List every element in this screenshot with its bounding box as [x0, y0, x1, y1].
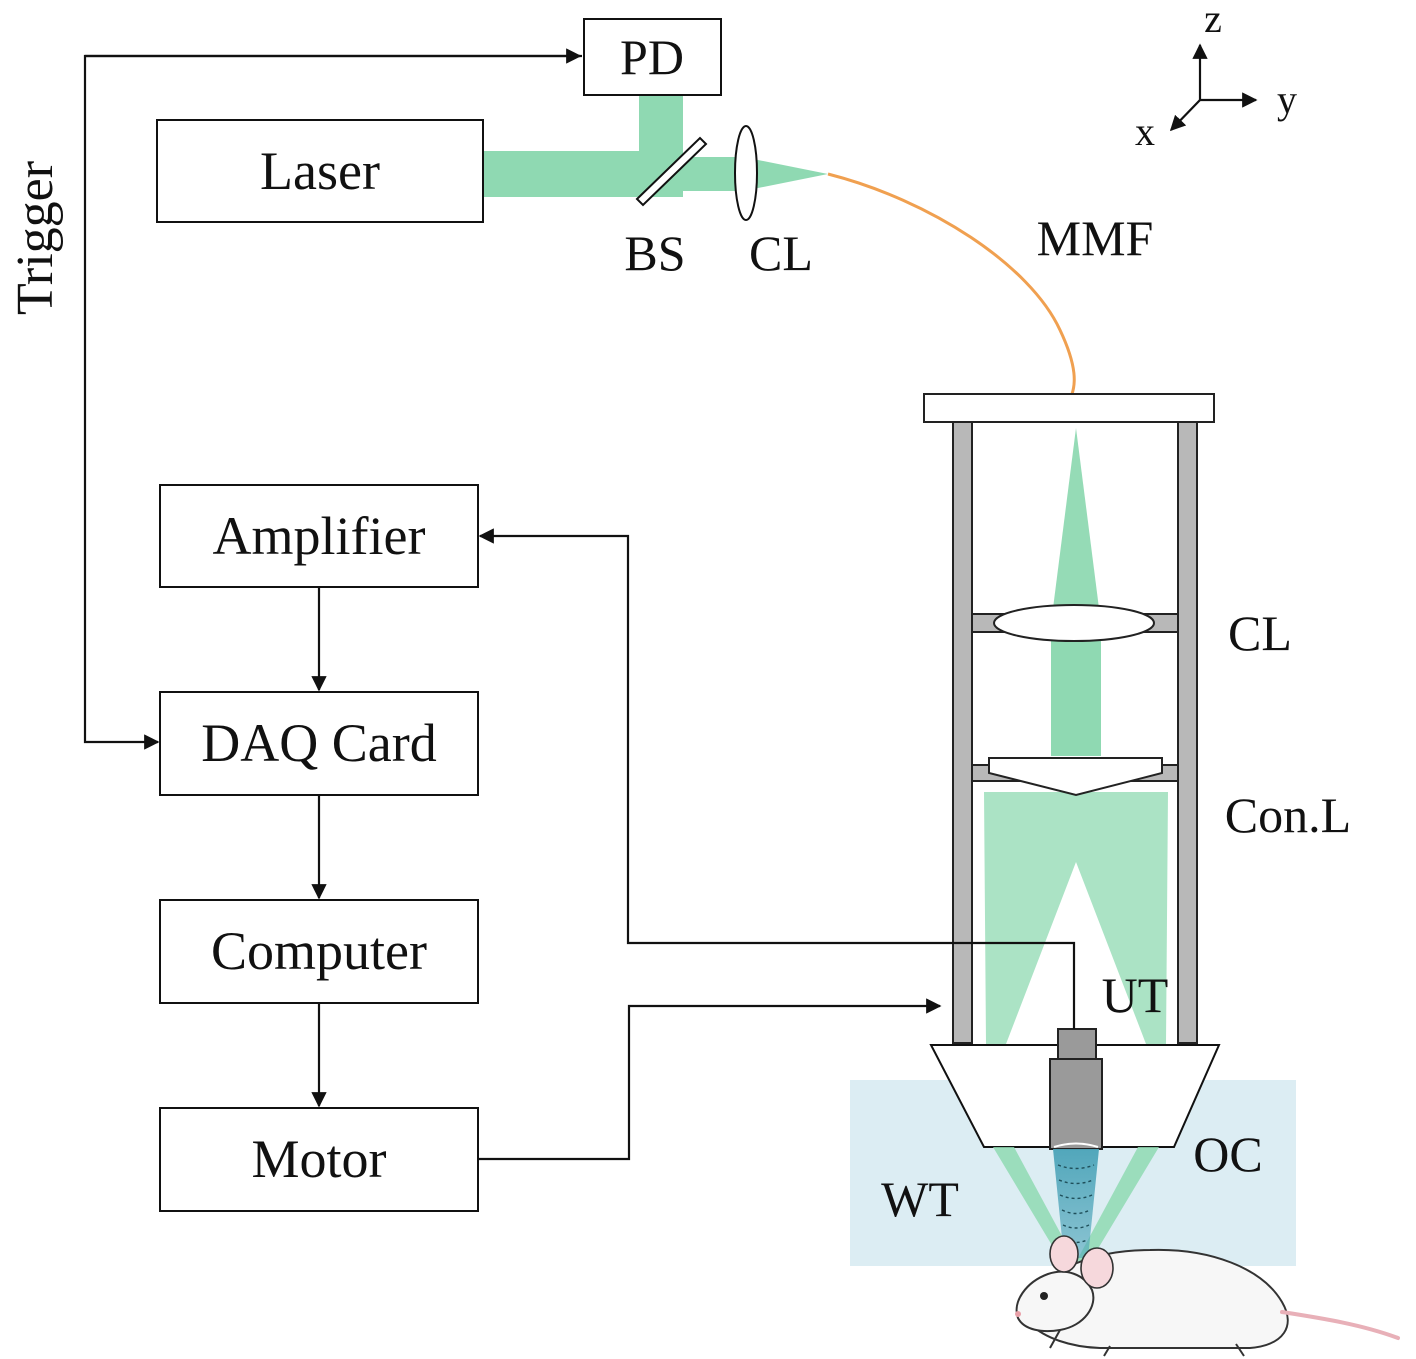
focused-beams	[993, 1147, 1159, 1262]
svg-text:PD: PD	[620, 29, 684, 85]
multimode-fiber	[827, 172, 1076, 395]
computer-block: Computer	[159, 899, 479, 1004]
trigger-label: Trigger	[7, 161, 64, 315]
mmf-label: MMF	[1037, 210, 1154, 266]
wt-label: WT	[881, 1171, 959, 1227]
mouse-illustration	[1015, 1235, 1400, 1357]
cl-right-label: CL	[1228, 605, 1292, 661]
svg-text:Computer: Computer	[211, 921, 427, 981]
cage-beam	[984, 428, 1168, 1044]
collimating-lens-cage	[993, 604, 1155, 642]
motor-block: Motor	[159, 1107, 479, 1212]
pd-block: PD	[583, 18, 722, 96]
ut-label: UT	[1102, 967, 1169, 1023]
svg-text:DAQ Card: DAQ Card	[201, 713, 436, 773]
ut-to-amplifier-line	[478, 528, 1076, 1029]
bs-label: BS	[624, 225, 685, 281]
svg-text:Motor: Motor	[252, 1129, 387, 1189]
svg-text:y: y	[1277, 77, 1297, 122]
beam-splitter	[635, 136, 708, 207]
coupling-lens-top	[734, 125, 758, 221]
svg-text:z: z	[1204, 0, 1222, 41]
daq-card-block: DAQ Card	[159, 691, 479, 796]
svg-text:Laser: Laser	[260, 141, 380, 201]
trigger-line	[83, 48, 582, 750]
oc-label: OC	[1193, 1126, 1262, 1182]
svg-text:x: x	[1135, 109, 1155, 154]
amplifier-block: Amplifier	[159, 484, 479, 588]
ultrasound-transducer	[1049, 1028, 1103, 1150]
conical-lens	[988, 757, 1163, 797]
axis-indicator: z y x	[1135, 0, 1297, 154]
conl-label: Con.L	[1225, 787, 1351, 843]
motor-to-cage-line	[478, 998, 942, 1161]
cl-top-label: CL	[749, 225, 813, 281]
laser-block: Laser	[156, 119, 484, 223]
svg-text:Amplifier: Amplifier	[213, 506, 426, 566]
